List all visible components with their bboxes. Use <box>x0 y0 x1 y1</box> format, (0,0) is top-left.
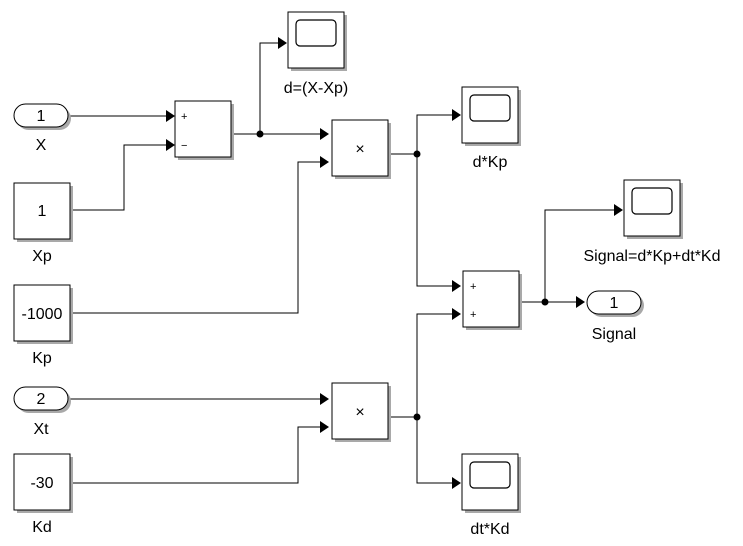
scope-screen-icon <box>631 187 673 215</box>
scope-d[interactable]: d=(X-Xp) <box>284 11 348 97</box>
outport-signal[interactable]: 1 Signal <box>586 290 644 343</box>
arrowhead <box>576 296 585 308</box>
sum-block-error[interactable]: + − <box>174 100 234 160</box>
arrowhead <box>166 110 175 122</box>
signal-lines <box>70 37 623 489</box>
sum-block-output[interactable]: + + <box>462 270 522 330</box>
scope-label: d=(X-Xp) <box>284 80 348 97</box>
inport-label: Xt <box>33 421 49 438</box>
branch-point <box>413 413 421 421</box>
wire-kp-to-product[interactable] <box>71 161 320 314</box>
scope-screen-icon <box>295 19 337 47</box>
arrowhead <box>452 477 461 489</box>
sum-sign-plus: + <box>181 111 187 123</box>
inport-number: 1 <box>37 108 46 125</box>
branch-point <box>256 130 264 138</box>
branch-point <box>413 150 421 158</box>
scope-label: d*Kp <box>473 154 508 171</box>
product-symbol: × <box>355 141 364 158</box>
product-block-1[interactable]: × <box>331 119 391 179</box>
arrowhead <box>320 156 329 168</box>
wire-branch-to-scope-signal[interactable] <box>544 209 614 302</box>
constant-xp[interactable]: 1 Xp <box>13 182 73 265</box>
branch-point <box>541 298 549 306</box>
constant-kd[interactable]: -30 Kd <box>13 453 73 536</box>
wire-branch-to-scope-d[interactable] <box>259 42 278 134</box>
outport-label: Signal <box>592 326 636 343</box>
constant-label: Xp <box>32 248 52 265</box>
sum-sign-plus: + <box>470 309 476 321</box>
sum-sign-plus: + <box>470 281 476 293</box>
constant-value: -30 <box>30 475 53 492</box>
scope-dtkd[interactable]: dt*Kd <box>461 453 521 538</box>
product-block-2[interactable]: × <box>331 382 391 442</box>
constant-label: Kp <box>32 350 52 367</box>
arrowhead <box>452 308 461 320</box>
scope-dkp[interactable]: d*Kp <box>461 86 521 171</box>
inport-number: 2 <box>37 391 46 408</box>
constant-kp[interactable]: -1000 Kp <box>13 284 73 367</box>
wire-xp-to-sum[interactable] <box>71 144 166 211</box>
wire-branch-to-scope-dtkd[interactable] <box>416 417 452 484</box>
scope-label: Signal=d*Kp+dt*Kd <box>584 248 721 265</box>
inport-x[interactable]: 1 X <box>13 103 71 154</box>
scope-label: dt*Kd <box>470 521 509 538</box>
wire-kd-to-product[interactable] <box>71 426 320 484</box>
arrowhead <box>320 421 329 433</box>
product-symbol: × <box>355 404 364 421</box>
scope-screen-icon <box>469 94 511 122</box>
arrowhead <box>278 37 287 49</box>
arrowhead <box>320 393 329 405</box>
arrowhead <box>614 204 623 216</box>
arrowhead <box>320 128 329 140</box>
inport-xt[interactable]: 2 Xt <box>13 386 71 438</box>
constant-label: Kd <box>32 519 52 536</box>
arrowhead <box>166 139 175 151</box>
arrowhead <box>452 280 461 292</box>
wire-branch-to-sum2-lower[interactable] <box>416 313 452 417</box>
scope-signal[interactable]: Signal=d*Kp+dt*Kd <box>584 179 721 265</box>
wire-branch-to-sum2[interactable] <box>416 154 452 287</box>
constant-value: -1000 <box>22 306 63 323</box>
wire-branch-to-scope-dkp[interactable] <box>416 114 452 154</box>
scope-screen-icon <box>469 461 511 489</box>
outport-number: 1 <box>610 295 619 312</box>
arrowhead <box>452 109 461 121</box>
sum-sign-minus: − <box>181 140 187 152</box>
inport-label: X <box>36 137 47 154</box>
constant-value: 1 <box>38 203 47 220</box>
